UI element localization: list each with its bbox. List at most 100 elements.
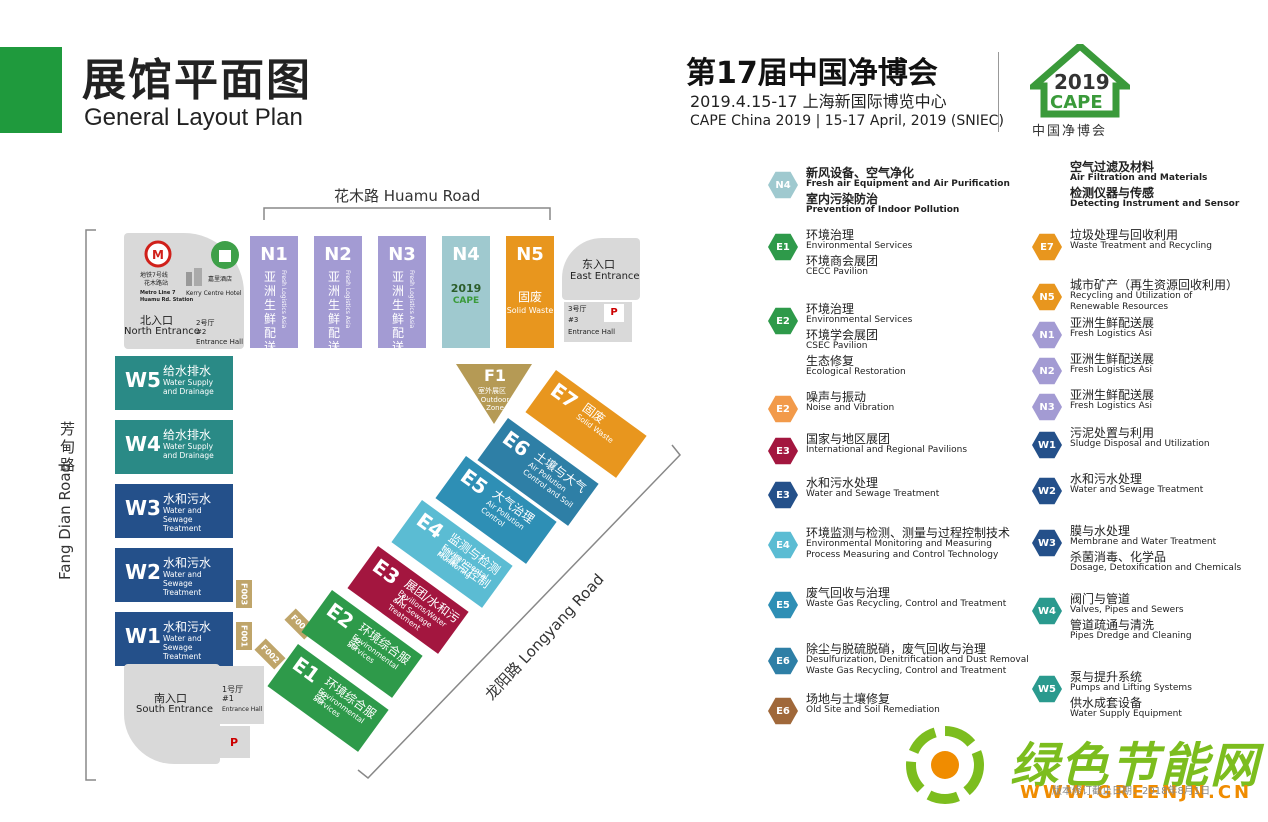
legend-left-item-1-line-1: Environmental Services bbox=[806, 241, 913, 251]
legend-right-item-8-line-2: 杀菌消毒、化学品 bbox=[1070, 550, 1167, 564]
f1-en: Outdoor Zone bbox=[480, 396, 510, 412]
legend-left-item-2-line-4: 生态修复 bbox=[806, 354, 855, 368]
legend-left-item-2-line-5: Ecological Restoration bbox=[806, 367, 906, 377]
hotel-en: Kerry Centre Hotel bbox=[186, 290, 242, 297]
road-fangdian-en: Fang Dian Road bbox=[56, 462, 74, 580]
legend-right-item-10-line-3: Water Supply Equipment bbox=[1070, 709, 1182, 719]
hall-code: N4 bbox=[452, 244, 480, 265]
header-accent-bar bbox=[0, 47, 62, 133]
legend-left-item-1-line-0: 环境治理 bbox=[806, 228, 855, 242]
legend-right-badge-w4-hex-icon: W4 bbox=[1032, 597, 1062, 625]
legend-right-item-0-line-2: 检测仪器与传感 bbox=[1070, 186, 1155, 200]
legend-left-item-0-line-3: Prevention of Indoor Pollution bbox=[806, 205, 960, 215]
legend-left-item-6-line-2: Process Measuring and Control Technology bbox=[806, 550, 999, 560]
f-tag-f001: F001 bbox=[236, 622, 252, 650]
legend-left-item-2-line-1: Environmental Services bbox=[806, 315, 913, 325]
legend-left-item-5-line-1: Water and Sewage Treatment bbox=[806, 489, 940, 499]
legend-right-item-2-line-1: Recycling and Utilization of bbox=[1070, 291, 1193, 301]
hall-cn: 水和污水 bbox=[163, 556, 212, 570]
hall-en: Fresh Logistics Asia bbox=[408, 270, 415, 329]
legend-right-badge-w3-hex-icon: W3 bbox=[1032, 529, 1062, 557]
watermark-text: 绿色节能网 bbox=[1010, 738, 1261, 794]
north-entrance-en: North Entrance bbox=[124, 326, 200, 337]
north-entrance-cn: 北入口 bbox=[140, 314, 173, 327]
hall-code: W5 bbox=[125, 368, 161, 392]
legend-right-item-10-line-1: Pumps and Lifting Systems bbox=[1070, 683, 1192, 693]
hall2-cn: 2号厅 bbox=[196, 319, 215, 327]
legend-right-badge-w5-hex-icon: W5 bbox=[1032, 675, 1062, 703]
hall-cn: 亚洲生鲜配送展 bbox=[264, 270, 277, 368]
legend-right-item-2-line-2: Renewable Resources bbox=[1070, 302, 1169, 312]
hall-en: Water and Sewage Treatment bbox=[163, 506, 202, 533]
legend-right-item-7-line-1: Water and Sewage Treatment bbox=[1070, 485, 1204, 495]
legend-left-badge-e6-hex-icon: E6 bbox=[768, 647, 798, 675]
hall-en: Water Supply and Drainage bbox=[163, 442, 214, 460]
legend-right-badge-w2-hex-icon: W2 bbox=[1032, 477, 1062, 505]
legend-left-item-4-line-0: 国家与地区展团 bbox=[806, 432, 891, 446]
hall-en: Water Supply and Drainage bbox=[163, 378, 214, 396]
legend-right-item-1-line-0: 垃圾处理与回收利用 bbox=[1070, 228, 1179, 242]
hall-cn: 给水排水 bbox=[163, 428, 212, 442]
legend-right-item-4-line-1: Fresh Logistics Asi bbox=[1070, 365, 1152, 375]
legend-left-badge-e3-hex-icon: E3 bbox=[768, 481, 798, 509]
legend-left-item-6-line-1: Environmental Monitoring and Measuring bbox=[806, 539, 992, 549]
metro-en: Metro Line 7 bbox=[140, 290, 176, 296]
hall-code: N1 bbox=[260, 244, 288, 265]
legend-left-item-3-line-0: 噪声与振动 bbox=[806, 390, 867, 404]
metro-cn: 地铁7号线 bbox=[140, 272, 168, 279]
hotel-cn: 嘉里酒店 bbox=[208, 276, 233, 283]
legend-right-item-10-line-0: 泵与提升系统 bbox=[1070, 670, 1143, 684]
legend-right-item-6-line-0: 污泥处置与利用 bbox=[1070, 426, 1155, 440]
metro-icon: M bbox=[144, 240, 172, 268]
legend-right-item-0-line-1: Air Filtration and Materials bbox=[1070, 173, 1208, 183]
hall-en: Water and Sewage Treatment bbox=[163, 570, 202, 597]
hall-cn: 水和污水 bbox=[163, 492, 212, 506]
south-entrance-cn: 南入口 bbox=[154, 692, 187, 705]
n4-logo-year: 2019 bbox=[450, 282, 482, 295]
legend-left-item-7-line-0: 废气回收与治理 bbox=[806, 586, 891, 600]
hall1-en: Entrance Hall bbox=[222, 706, 263, 713]
legend-left-item-0-line-0: 新风设备、空气净化 bbox=[806, 166, 915, 180]
hall-en: Water and Sewage Treatment bbox=[163, 634, 202, 661]
legend-right-item-2-line-0: 城市矿产（再生资源回收利用） bbox=[1070, 278, 1239, 292]
legend-left-item-8-line-0: 除尘与脱硫脱硝，废气回收与治理 bbox=[806, 642, 987, 656]
legend-right-item-8-line-1: Membrane and Water Treatment bbox=[1070, 537, 1217, 547]
hall-en: Fresh Logistics Asia bbox=[344, 270, 351, 329]
cape-logo-house-icon bbox=[1024, 41, 1136, 118]
legend-right-item-0-line-0: 空气过滤及材料 bbox=[1070, 160, 1155, 174]
legend-right-badge-n2-hex-icon: N2 bbox=[1032, 357, 1062, 385]
legend-left-item-2-line-0: 环境治理 bbox=[806, 302, 855, 316]
legend-right-item-9-line-3: Pipes Dredge and Cleaning bbox=[1070, 631, 1192, 641]
legend-left-item-7-line-1: Waste Gas Recycling, Control and Treatme… bbox=[806, 599, 1007, 609]
legend-left-badge-e2-hex-icon: E2 bbox=[768, 395, 798, 423]
parking-south: P bbox=[218, 726, 250, 758]
hall-code: W1 bbox=[125, 624, 161, 648]
legend-left-item-2-line-3: CSEC Pavilion bbox=[806, 341, 868, 351]
legend-left-item-0-line-1: Fresh air Equipment and Air Purification bbox=[806, 179, 1010, 189]
hall2-no: #2 bbox=[196, 328, 207, 336]
hall-cn: 固废 bbox=[517, 290, 542, 304]
update-note: 版本修订截止日期：2018年8月1日 bbox=[1052, 786, 1211, 797]
hall3-cn: 3号厅 bbox=[568, 305, 587, 313]
legend-right-item-3-line-1: Fresh Logistics Asi bbox=[1070, 329, 1152, 339]
hall1-cn: 1号厅 bbox=[222, 685, 244, 694]
legend-right-badge-n1-hex-icon: N1 bbox=[1032, 321, 1062, 349]
legend-left-item-9-line-0: 场地与土壤修复 bbox=[806, 692, 891, 706]
hall1-no: #1 bbox=[222, 694, 234, 703]
legend-left-item-1-line-3: CECC Pavilion bbox=[806, 267, 868, 277]
legend-left-item-2-line-2: 环境学会展团 bbox=[806, 328, 879, 342]
east-entrance-area bbox=[562, 238, 640, 300]
legend-left-badge-e4-hex-icon: E4 bbox=[768, 531, 798, 559]
legend-right-item-6-line-1: Sludge Disposal and Utilization bbox=[1070, 439, 1210, 449]
expo-title: 第17届中国净博会 bbox=[686, 56, 938, 91]
svg-text:M: M bbox=[152, 248, 164, 262]
legend-left-item-5-line-0: 水和污水处理 bbox=[806, 476, 879, 490]
f1-outdoor-zone-shape bbox=[456, 364, 532, 424]
legend-left-badge-e2-hex-icon: E2 bbox=[768, 307, 798, 335]
legend-left-badge-e6-hex-icon: E6 bbox=[768, 697, 798, 725]
